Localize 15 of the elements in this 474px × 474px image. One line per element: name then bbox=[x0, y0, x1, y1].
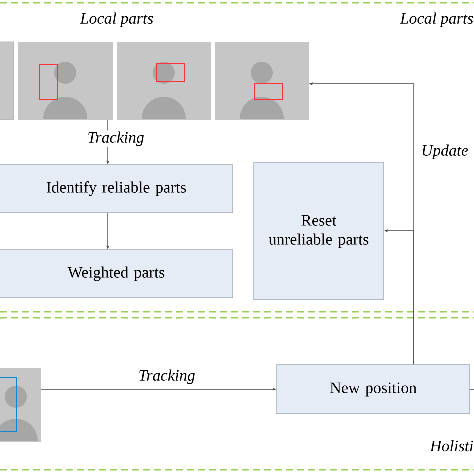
section-label: Holisti bbox=[430, 440, 474, 452]
section-label: Local parts bbox=[400, 12, 474, 28]
photo-placeholder bbox=[215, 42, 309, 120]
process-box: Identify reliable parts bbox=[0, 164, 234, 214]
edge-label: Tracking bbox=[138, 368, 196, 386]
photo-placeholder bbox=[0, 368, 41, 442]
edge-label: Tracking bbox=[86, 130, 146, 148]
photo-placeholder bbox=[0, 42, 14, 120]
process-box: Weighted parts bbox=[0, 250, 234, 298]
photo-placeholder bbox=[18, 42, 113, 120]
section-label: Local parts bbox=[80, 12, 154, 28]
edge-label: Update bbox=[420, 144, 470, 160]
photo-placeholder bbox=[117, 42, 211, 120]
process-box: Reset unreliable parts bbox=[254, 162, 384, 300]
process-box: New position bbox=[276, 364, 470, 414]
